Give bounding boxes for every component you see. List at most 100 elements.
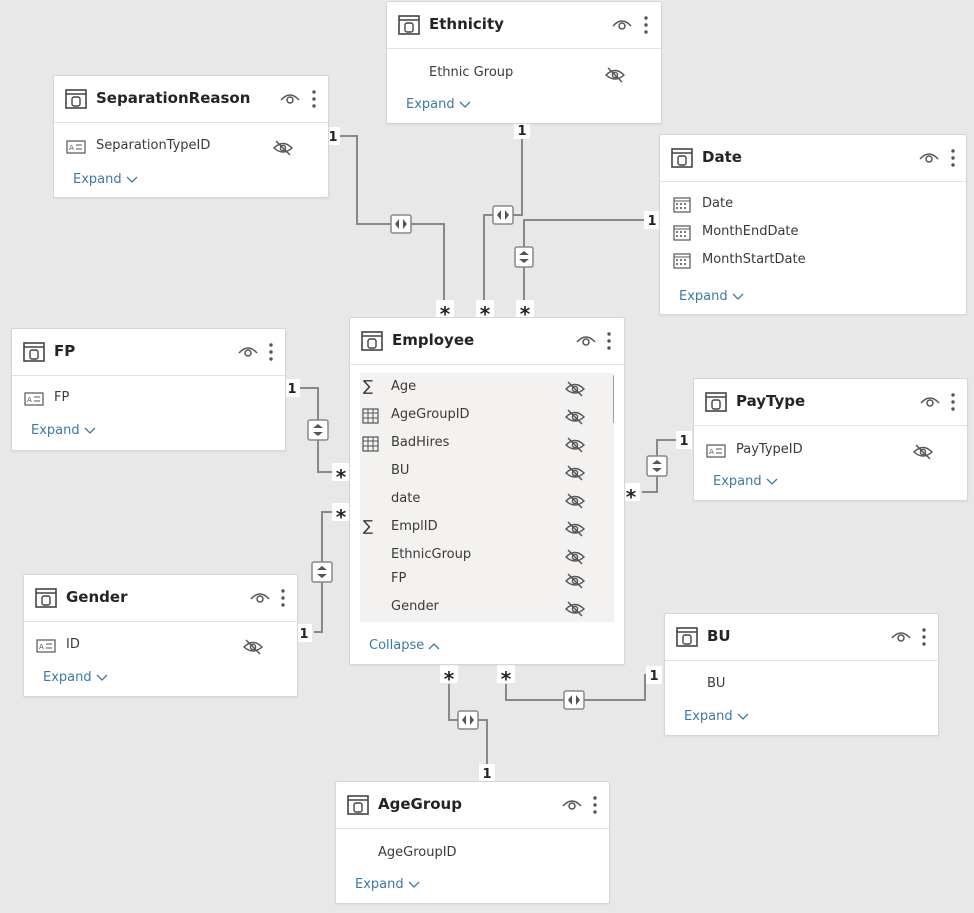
card-header[interactable]: PayType bbox=[694, 379, 967, 426]
field-row-bu[interactable]: BU bbox=[360, 459, 614, 485]
card-header[interactable]: Gender bbox=[24, 575, 297, 622]
hidden-eye-icon[interactable] bbox=[565, 520, 585, 537]
more-options-icon[interactable] bbox=[950, 391, 956, 413]
expand-link[interactable]: Expand bbox=[43, 670, 108, 685]
svg-text:A: A bbox=[39, 643, 44, 651]
hidden-eye-icon[interactable] bbox=[913, 443, 933, 460]
field-row-paytypeid[interactable]: A PayTypeID bbox=[694, 438, 967, 464]
field-row-emplid[interactable]: ∑ EmplID bbox=[360, 515, 614, 541]
eye-icon[interactable] bbox=[919, 150, 939, 166]
expand-label: Expand bbox=[73, 172, 122, 187]
scrollbar-thumb[interactable] bbox=[613, 375, 614, 423]
hidden-eye-icon[interactable] bbox=[565, 436, 585, 453]
expand-link[interactable]: Expand bbox=[73, 172, 138, 187]
field-row-ethnicgroup[interactable]: EthnicGroup bbox=[360, 543, 614, 569]
relationship-bu-employee bbox=[505, 674, 646, 701]
eye-icon[interactable] bbox=[612, 17, 632, 33]
hidden-eye-icon[interactable] bbox=[273, 139, 293, 156]
cardinality-many: * bbox=[444, 667, 455, 691]
more-options-icon[interactable] bbox=[592, 794, 598, 816]
card-header[interactable]: BU bbox=[665, 614, 938, 661]
cardinality-many: * bbox=[501, 667, 512, 691]
collapse-link[interactable]: Collapse bbox=[369, 638, 440, 653]
eye-icon[interactable] bbox=[238, 344, 258, 360]
table-card-separationreason[interactable]: SeparationReason A SeparationTypeID Expa… bbox=[53, 75, 329, 198]
field-label: FP bbox=[391, 571, 407, 586]
field-row-fp[interactable]: FP bbox=[360, 567, 614, 593]
field-row-ethnic-group[interactable]: Ethnic Group bbox=[387, 61, 661, 87]
field-row-badhires[interactable]: BadHires bbox=[360, 431, 614, 457]
table-card-fp[interactable]: FP A FP Expand bbox=[11, 328, 286, 451]
field-row-agegroupid[interactable]: AgeGroupID bbox=[360, 403, 614, 429]
hidden-eye-icon[interactable] bbox=[243, 638, 263, 655]
more-options-icon[interactable] bbox=[268, 341, 274, 363]
table-card-employee[interactable]: Employee ∑ Age AgeGroupID BadHires BU da… bbox=[349, 317, 625, 665]
chevron-down-icon bbox=[732, 293, 744, 300]
hidden-eye-icon[interactable] bbox=[565, 464, 585, 481]
field-row-age[interactable]: ∑ Age bbox=[360, 375, 614, 401]
table-card-gender[interactable]: Gender A ID Expand bbox=[23, 574, 298, 697]
eye-icon[interactable] bbox=[920, 394, 940, 410]
card-header[interactable]: Date bbox=[660, 135, 966, 182]
expand-link[interactable]: Expand bbox=[684, 709, 749, 724]
table-card-date[interactable]: Date Date MonthEndDate MonthStartDate Ex… bbox=[659, 134, 967, 315]
hidden-eye-icon[interactable] bbox=[605, 66, 625, 83]
expand-link[interactable]: Expand bbox=[679, 289, 744, 304]
card-header[interactable]: AgeGroup bbox=[336, 782, 609, 829]
table-card-ethnicity[interactable]: Ethnicity Ethnic Group Expand bbox=[386, 1, 662, 124]
more-options-icon[interactable] bbox=[606, 330, 612, 352]
more-options-icon[interactable] bbox=[311, 88, 317, 110]
hidden-eye-icon[interactable] bbox=[565, 492, 585, 509]
field-row-monthenddate[interactable]: MonthEndDate bbox=[660, 220, 966, 246]
chevron-down-icon bbox=[459, 101, 471, 108]
calendar-icon bbox=[673, 225, 691, 241]
field-row-agegroupid[interactable]: AgeGroupID bbox=[336, 841, 609, 867]
field-row-separationtypeid[interactable]: A SeparationTypeID bbox=[54, 134, 328, 160]
fields-list[interactable]: ∑ Age AgeGroupID BadHires BU date ∑ Empl… bbox=[360, 373, 614, 622]
card-header[interactable]: Ethnicity bbox=[387, 2, 661, 49]
table-title: PayType bbox=[736, 392, 806, 410]
eye-icon[interactable] bbox=[280, 91, 300, 107]
field-label: date bbox=[391, 491, 421, 506]
table-card-agegroup[interactable]: AgeGroup AgeGroupID Expand bbox=[335, 781, 610, 904]
table-icon bbox=[705, 392, 727, 412]
card-header[interactable]: Employee bbox=[350, 318, 624, 365]
field-row-date[interactable]: Date bbox=[660, 192, 966, 218]
field-row-monthstartdate[interactable]: MonthStartDate bbox=[660, 248, 966, 274]
field-row-id[interactable]: A ID bbox=[24, 633, 297, 659]
table-icon bbox=[671, 148, 693, 168]
field-row-date[interactable]: date bbox=[360, 487, 614, 513]
cardinality-many: * bbox=[626, 485, 637, 509]
field-row-fp[interactable]: A FP bbox=[12, 386, 285, 412]
expand-link[interactable]: Expand bbox=[355, 877, 420, 892]
hidden-eye-icon[interactable] bbox=[565, 600, 585, 617]
hidden-eye-icon[interactable] bbox=[565, 380, 585, 397]
table-icon bbox=[23, 342, 45, 362]
hidden-eye-icon[interactable] bbox=[565, 408, 585, 425]
more-options-icon[interactable] bbox=[643, 14, 649, 36]
card-header[interactable]: SeparationReason bbox=[54, 76, 328, 123]
text-field-icon: A bbox=[706, 444, 726, 458]
hidden-eye-icon[interactable] bbox=[565, 572, 585, 589]
card-header[interactable]: FP bbox=[12, 329, 285, 376]
expand-link[interactable]: Expand bbox=[713, 474, 778, 489]
cardinality-one: 1 bbox=[299, 627, 308, 642]
svg-text:A: A bbox=[709, 448, 714, 456]
eye-icon[interactable] bbox=[250, 590, 270, 606]
eye-icon[interactable] bbox=[576, 333, 596, 349]
more-options-icon[interactable] bbox=[280, 587, 286, 609]
expand-link[interactable]: Expand bbox=[31, 423, 96, 438]
table-card-paytype[interactable]: PayType A PayTypeID Expand bbox=[693, 378, 968, 501]
table-card-bu[interactable]: BU BU Expand bbox=[664, 613, 939, 736]
more-options-icon[interactable] bbox=[921, 626, 927, 648]
eye-icon[interactable] bbox=[562, 797, 582, 813]
hidden-eye-icon[interactable] bbox=[565, 548, 585, 565]
field-row-gender[interactable]: Gender bbox=[360, 595, 614, 621]
table-icon bbox=[35, 588, 57, 608]
table-title: BU bbox=[707, 627, 731, 645]
table-title: Gender bbox=[66, 588, 128, 606]
more-options-icon[interactable] bbox=[950, 147, 956, 169]
eye-icon[interactable] bbox=[891, 629, 911, 645]
expand-link[interactable]: Expand bbox=[406, 97, 471, 112]
field-row-bu[interactable]: BU bbox=[665, 672, 938, 698]
